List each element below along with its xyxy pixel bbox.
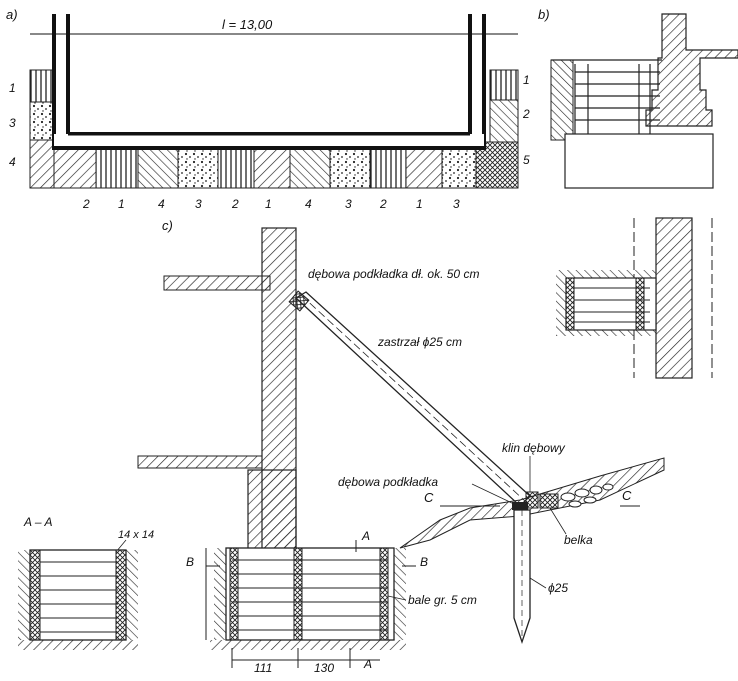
sheeting-b [574,64,660,134]
floor-slab-upper [163,275,271,291]
panel-b: b) [538,7,738,189]
label-pile: ϕ25 [548,581,568,595]
base-b [564,133,714,189]
left-layer-2: 3 [9,116,16,130]
section-a-top: A [361,529,370,543]
section-a-bottom: A [363,657,372,671]
post-middle [293,547,303,641]
post-left [229,547,239,641]
svg-text:1: 1 [416,197,423,211]
dimension-130: 130 [314,661,334,675]
span-label: l = 13,00 [222,17,273,32]
left-layer-1: 1 [9,81,16,95]
layer-left-bottom [29,139,55,189]
layer-left-middle [29,101,55,141]
ground-bottom [210,640,406,650]
bottom-numbers: 2 1 4 3 2 1 4 3 2 1 3 [82,197,460,211]
bottom-strata [53,147,477,189]
label-planks: bale gr. 5 cm [408,593,477,607]
svg-text:2: 2 [379,197,387,211]
svg-text:4: 4 [158,197,165,211]
svg-text:3: 3 [195,197,202,211]
wall-b [645,13,738,127]
section-cc [556,217,713,379]
section-c-right: C [622,488,632,503]
soil-b-left [550,59,574,141]
label-oak-pad-long: dębowa podkładka dł. ok. 50 cm [308,267,479,281]
strut [294,291,531,507]
svg-text:1: 1 [118,197,125,211]
label-oak-pad: dębowa podkładka [338,475,438,489]
oak-wedge [525,491,539,509]
panel-c: c) C C [137,218,665,675]
right-layer-3: 5 [523,153,530,167]
panel-b-label: b) [538,7,550,22]
oak-pad-wall [288,290,310,312]
label-beam: belka [564,533,593,547]
right-layer-1: 1 [523,73,530,87]
floor-slab-lower [137,455,263,469]
sheeting-planks [232,559,388,631]
right-layer-2: 2 [522,107,530,121]
label-strut: zastrzał ϕ25 cm [377,335,462,349]
layer-right-middle [489,99,519,143]
oak-pad [512,502,528,510]
svg-text:2: 2 [82,197,90,211]
dimension-111: 111 [254,661,272,675]
wall-cc [655,217,693,379]
svg-text:3: 3 [453,197,460,211]
section-aa: A – A 14 x 14 [18,515,154,650]
svg-text:4: 4 [305,197,312,211]
stones [560,483,614,508]
section-aa-label: A – A [23,515,52,529]
panel-c-label: c) [162,218,173,233]
post-right [379,547,389,641]
section-b-right: B [420,555,428,569]
svg-text:1: 1 [265,197,272,211]
sheeting-main [225,547,395,641]
layer-left-top [29,69,55,103]
label-post-size: 14 x 14 [118,529,154,541]
svg-text:3: 3 [345,197,352,211]
svg-text:2: 2 [231,197,239,211]
panel-a-label: a) [6,7,18,22]
left-layer-3: 4 [9,155,16,169]
section-b-left: B [186,555,194,569]
layer-right-top [489,69,519,101]
beam [539,493,559,509]
label-wedge: klin dębowy [502,441,566,455]
section-c-left: C [424,490,434,505]
panel-a: a) l = 13,00 [6,7,530,211]
